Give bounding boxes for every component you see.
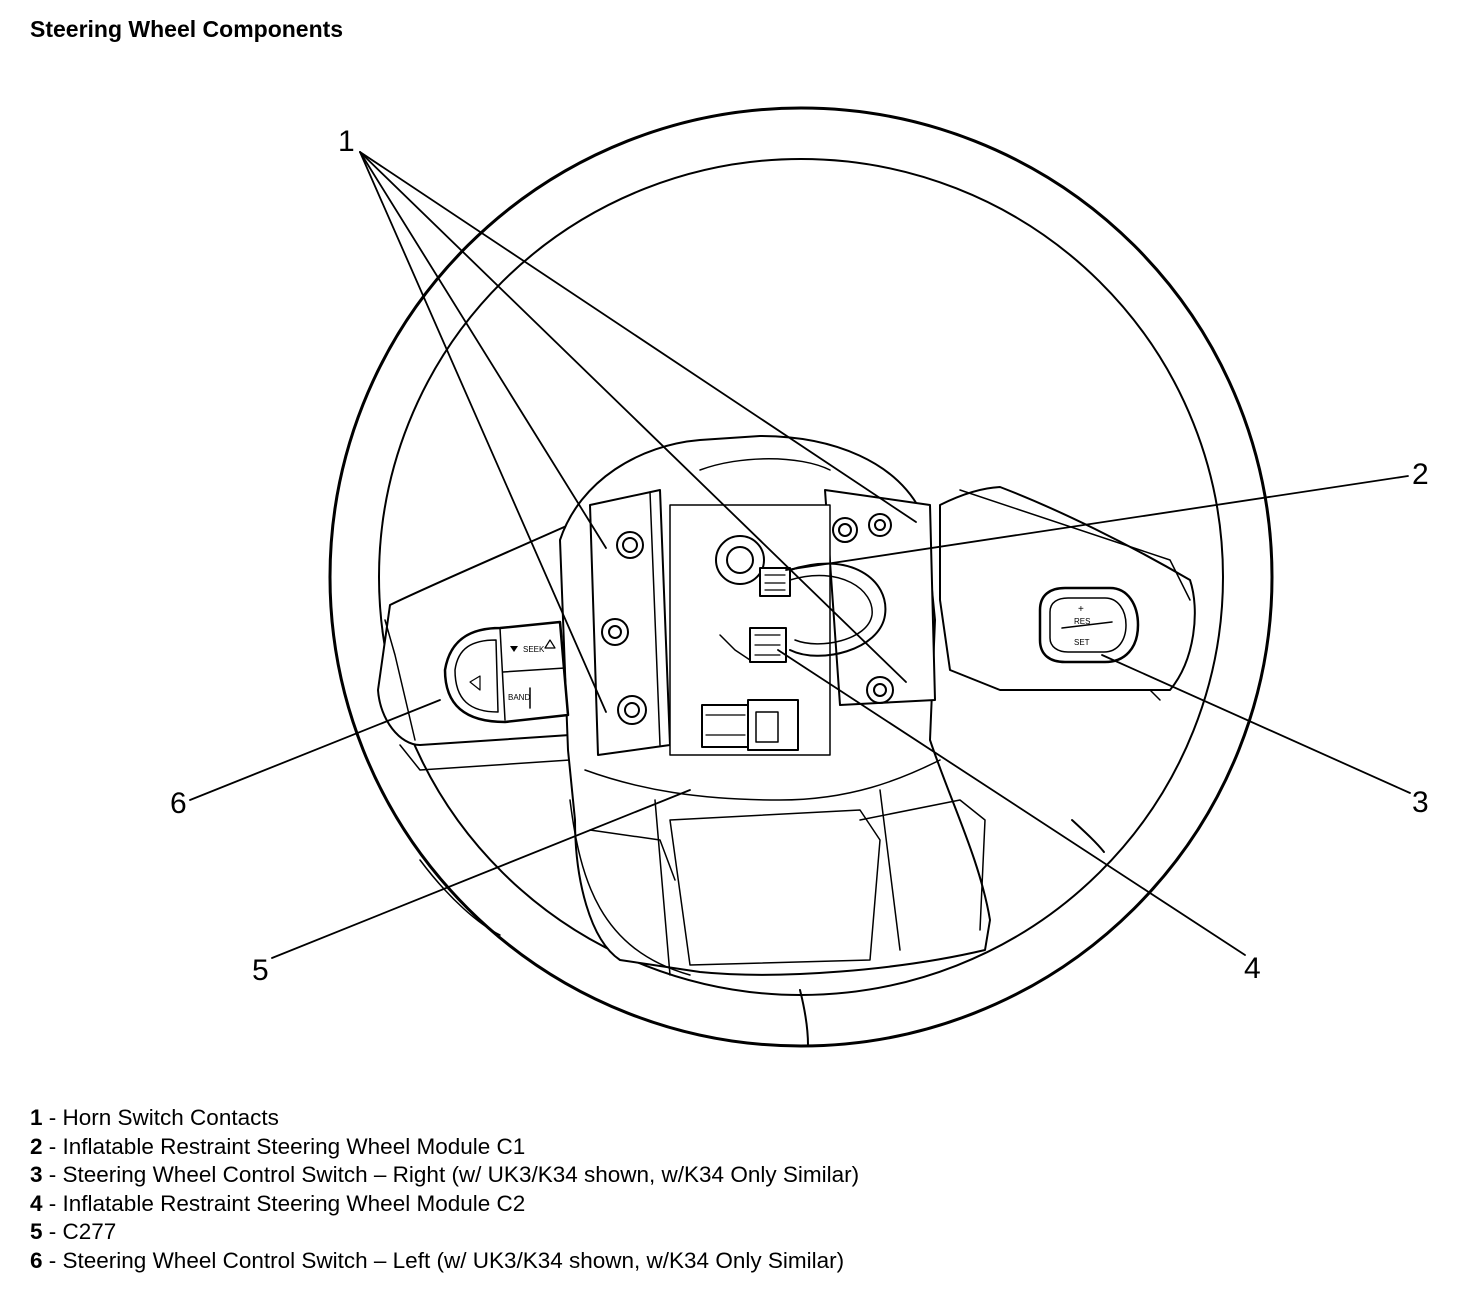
leader-2 [785, 475, 1409, 571]
leader-1a [359, 151, 607, 549]
legend-number: 6 [30, 1247, 43, 1273]
legend-text: Steering Wheel Control Switch – Left (w/… [62, 1247, 845, 1273]
leader-3 [1101, 654, 1411, 794]
component-legend: 1 - Horn Switch Contacts 2 - Inflatable … [30, 1104, 859, 1276]
legend-separator: - [42, 1105, 63, 1130]
res-label: RES [1074, 617, 1090, 626]
legend-text: Inflatable Restraint Steering Wheel Modu… [62, 1133, 526, 1159]
callout-3: 3 [1412, 786, 1429, 819]
plus-label: + [1078, 604, 1084, 615]
legend-separator: - [42, 1219, 63, 1245]
legend-number: 4 [30, 1190, 43, 1216]
callout-5: 5 [252, 954, 269, 987]
legend-separator: - [42, 1162, 63, 1188]
callout-4: 4 [1244, 952, 1261, 985]
callout-2: 2 [1412, 458, 1429, 491]
right-bracket [824, 489, 936, 706]
legend-item: 3 - Steering Wheel Control Switch – Righ… [30, 1161, 859, 1190]
legend-item: 4 - Inflatable Restraint Steering Wheel … [30, 1190, 859, 1219]
legend-text: Inflatable Restraint Steering Wheel Modu… [62, 1190, 526, 1216]
callout-6: 6 [170, 787, 187, 820]
c277-connector [701, 699, 799, 751]
legend-separator: - [42, 1190, 63, 1216]
legend-text: Steering Wheel Control Switch – Right (w… [62, 1162, 860, 1188]
leader-4 [777, 649, 1246, 956]
leader-lines [189, 151, 1411, 959]
legend-text: Horn Switch Contacts [62, 1105, 279, 1130]
left-bracket [589, 489, 671, 756]
callout-1: 1 [338, 125, 355, 158]
seek-button-label: SEEK [523, 645, 545, 654]
right-control-switch: + RES SET [1038, 586, 1140, 664]
steering-wheel-rim [328, 106, 1274, 1048]
legend-item: 6 - Steering Wheel Control Switch – Left… [30, 1247, 859, 1276]
leader-1c [359, 151, 917, 523]
leader-5 [271, 789, 691, 959]
legend-separator: - [42, 1133, 63, 1159]
module-connector-c1 [759, 567, 791, 597]
leader-1b [359, 151, 607, 713]
legend-item: 1 - Horn Switch Contacts [30, 1104, 859, 1133]
left-control-switch: SEEK BAND [443, 620, 570, 724]
leader-1d [359, 151, 907, 683]
band-button-label: BAND [508, 693, 530, 702]
page-title: Steering Wheel Components [30, 16, 344, 42]
legend-number: 5 [30, 1219, 43, 1245]
legend-text: C277 [62, 1219, 117, 1245]
legend-separator: - [42, 1247, 63, 1273]
legend-number: 2 [30, 1133, 43, 1159]
legend-number: 1 [30, 1105, 43, 1130]
leader-6 [189, 699, 441, 801]
set-label: SET [1074, 638, 1090, 647]
legend-number: 3 [30, 1162, 43, 1188]
module-connector-c2 [719, 627, 787, 663]
legend-item: 2 - Inflatable Restraint Steering Wheel … [30, 1133, 859, 1162]
legend-item: 5 - C277 [30, 1218, 859, 1247]
